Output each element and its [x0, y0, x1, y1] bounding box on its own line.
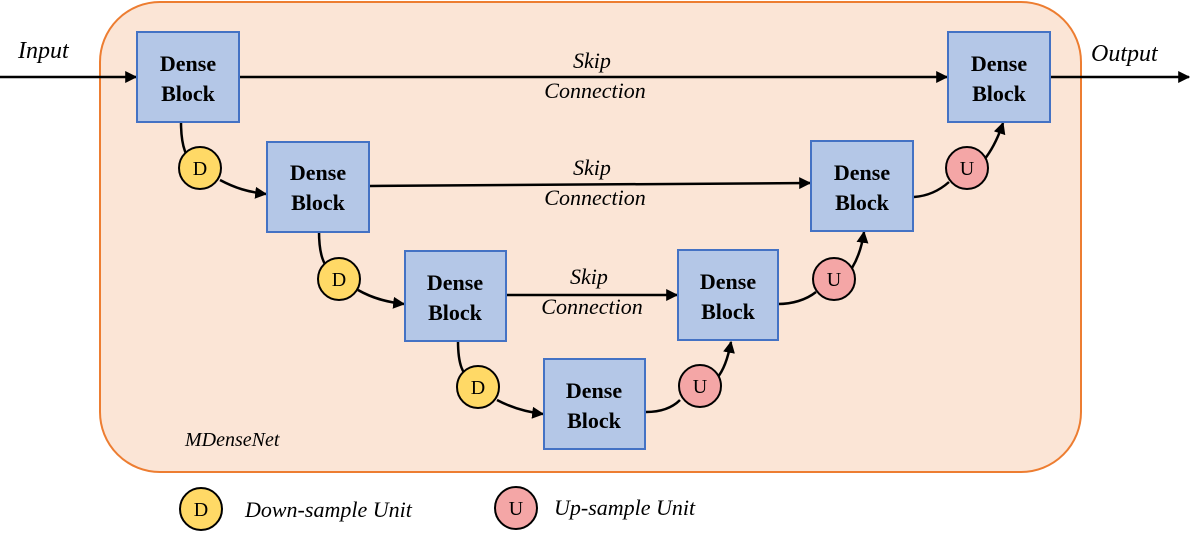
dense-block-label: Block	[567, 408, 622, 433]
dense-block-label: Block	[701, 299, 756, 324]
down-sample-unit-3: D	[456, 365, 500, 409]
legend: D Down-sample Unit U Up-sample Unit	[179, 486, 696, 531]
dense-block-encoder-3: Dense Block	[404, 250, 507, 342]
up-sample-unit-1: U	[678, 364, 722, 408]
skip-connection-label-3a: Skip	[570, 264, 608, 289]
legend-up-label: Up-sample Unit	[554, 495, 696, 520]
output-label: Output	[1091, 41, 1159, 67]
up-path-2a	[777, 291, 817, 306]
dense-block-label: Block	[835, 190, 890, 215]
up-path-3a	[913, 181, 950, 199]
up-unit-letter: U	[693, 376, 708, 398]
dense-block-label: Dense	[290, 160, 346, 185]
dense-block-label: Block	[161, 81, 216, 106]
dense-block-label: Dense	[427, 270, 483, 295]
up-path-2b	[850, 230, 869, 269]
legend-up-letter: U	[509, 498, 524, 520]
skip-connection-arrow-2	[369, 177, 812, 190]
dense-block-encoder-2: Dense Block	[266, 141, 370, 233]
skip-connection-label-1a: Skip	[573, 48, 611, 73]
down-sample-unit-2: D	[317, 257, 361, 301]
down-path-3b	[496, 398, 545, 419]
mdensenet-container	[99, 1, 1082, 473]
legend-down-label: Down-sample Unit	[244, 497, 413, 522]
dense-block-decoder-3: Dense Block	[677, 249, 779, 341]
dense-block-label: Block	[428, 300, 483, 325]
dense-block-label: Block	[291, 190, 346, 215]
input-label: Input	[17, 38, 70, 64]
dense-block-label: Dense	[971, 51, 1027, 76]
up-unit-letter: U	[827, 269, 842, 291]
up-unit-letter: U	[960, 158, 975, 180]
dense-block-label: Dense	[566, 378, 622, 403]
dense-block-label: Dense	[160, 51, 216, 76]
legend-up-sample: U Up-sample Unit	[494, 486, 696, 530]
down-unit-letter: D	[471, 377, 485, 399]
skip-connection-label-2b: Connection	[544, 185, 645, 210]
dense-block-label: Dense	[700, 269, 756, 294]
down-sample-unit-1: D	[178, 146, 222, 190]
skip-connection-label-2a: Skip	[573, 155, 611, 180]
dense-block-bottleneck: Dense Block	[543, 358, 646, 450]
legend-down-sample: D Down-sample Unit	[179, 487, 413, 531]
dense-block-label: Block	[972, 81, 1027, 106]
legend-down-letter: D	[194, 499, 208, 521]
up-sample-unit-2: U	[812, 257, 856, 301]
dense-block-decoder-1: Dense Block	[947, 31, 1051, 123]
down-path-2b	[357, 288, 406, 309]
dense-block-decoder-2: Dense Block	[810, 140, 914, 232]
up-path-1a	[645, 399, 681, 414]
skip-connection-label-1b: Connection	[544, 78, 645, 103]
up-sample-unit-3: U	[945, 146, 989, 190]
down-unit-letter: D	[332, 269, 346, 291]
down-path-1b	[219, 178, 268, 199]
dense-block-label: Dense	[834, 160, 890, 185]
skip-connection-label-3b: Connection	[541, 294, 642, 319]
mdensenet-label: MDenseNet	[184, 429, 280, 451]
down-unit-letter: D	[193, 158, 207, 180]
dense-block-encoder-1: Dense Block	[136, 31, 240, 123]
